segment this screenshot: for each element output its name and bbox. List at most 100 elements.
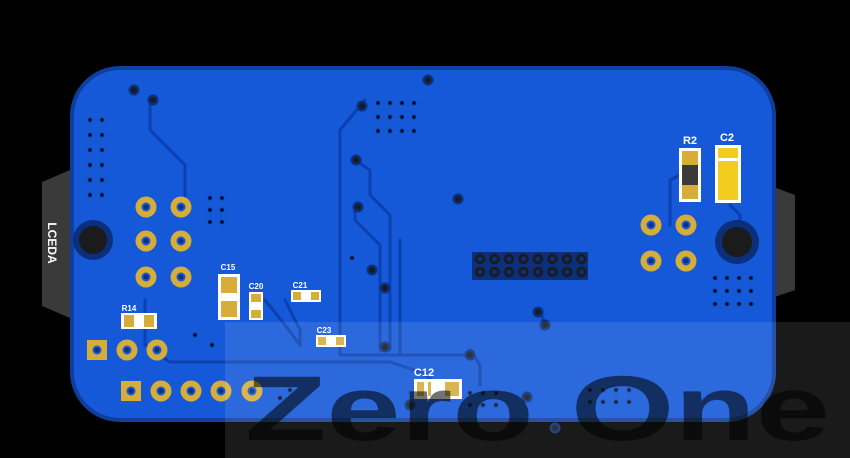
via-hole [100,193,104,197]
header-pin-center [579,269,584,275]
via-hole [725,276,729,280]
silk-c2-label: C2 [720,132,734,144]
via-hole [468,403,472,407]
via-hole [400,101,404,105]
via-hole [288,388,292,392]
via-hole [369,267,375,273]
via-hole [400,115,404,119]
header-pin-center [506,256,512,262]
pad-hole-core [178,204,184,210]
via-hole [210,343,214,347]
via-hole [400,129,404,133]
via-hole [749,276,753,280]
silk-lceda-label: LCEDA [45,222,59,264]
pad-hole-core [683,258,689,264]
via-layer [87,74,754,434]
via-hole [737,289,741,293]
header-pin-center [550,269,555,275]
via-hole [412,129,416,133]
component-c23: C23 [316,326,346,347]
pad-hole-core [683,222,689,228]
pad-hole-core [178,238,184,244]
silk-r2-label: R2 [683,135,697,147]
via-hole [614,388,618,392]
via-hole [524,394,530,400]
via-hole [220,196,224,200]
via-hole [542,322,548,328]
via-hole [407,402,413,408]
header-pin-center [564,256,570,262]
via-hole [494,391,498,395]
via-hole [455,196,461,202]
pad-hole-core [249,388,255,394]
via-hole [467,352,473,358]
via-hole [376,101,380,105]
header-pin-center [564,269,570,275]
via-hole [725,302,729,306]
via-hole [388,101,392,105]
via-hole [749,302,753,306]
silk-c15-label: C15 [221,263,236,272]
via-hole [359,103,365,109]
via-hole [713,302,717,306]
via-hole [737,276,741,280]
via-hole [468,391,472,395]
component-c12: C12 [414,367,462,399]
via-hole [100,148,104,152]
pad-hole-core [648,222,654,228]
via-hole [627,400,631,404]
header-pin-center [492,256,497,262]
via-hole [88,193,92,197]
via-hole [150,97,156,103]
silk-c23-label: C23 [317,326,332,335]
silk-c21-label: C21 [293,281,308,290]
via-hole [278,396,282,400]
via-hole [494,403,498,407]
via-hole [725,289,729,293]
pcb-board [70,66,776,422]
via-hole [601,388,605,392]
header-2x8 [472,252,588,280]
via-hole [388,129,392,133]
header-pin-center [579,256,584,262]
header-pin-center [521,269,526,275]
component-r2: R2 [679,135,701,202]
via-hole [88,178,92,182]
component-c21: C21 [291,281,321,302]
pad-hole-core [188,388,194,394]
via-hole [481,391,485,395]
via-hole [382,285,388,291]
via-hole [552,425,558,431]
via-hole [627,388,631,392]
via-hole [88,148,92,152]
silk-r14-label: R14 [122,304,137,313]
component-c2: C2 [715,132,741,203]
via-hole [376,115,380,119]
silk-c12-label: C12 [414,367,434,379]
watermark-text: Zero One [245,358,830,458]
via-hole [131,87,137,93]
component-r14: R14 [121,304,157,329]
via-hole [100,133,104,137]
pad-hole-core [143,204,149,210]
pad-hole-core [143,274,149,280]
via-hole [355,204,361,210]
via-hole [208,196,212,200]
pad-hole-core [648,258,654,264]
pad-hole-core [154,347,160,353]
via-hole [588,388,592,392]
pad-hole-core [143,238,149,244]
mounting-holes [73,220,759,264]
via-hole [88,118,92,122]
header-pin-center [477,269,483,275]
pad-hole-core [128,388,134,394]
via-hole [88,163,92,167]
via-hole [376,129,380,133]
via-hole [220,220,224,224]
via-hole [737,302,741,306]
via-hole [382,344,388,350]
via-hole [353,157,359,163]
trace-layer [143,98,742,387]
via-hole [614,400,618,404]
